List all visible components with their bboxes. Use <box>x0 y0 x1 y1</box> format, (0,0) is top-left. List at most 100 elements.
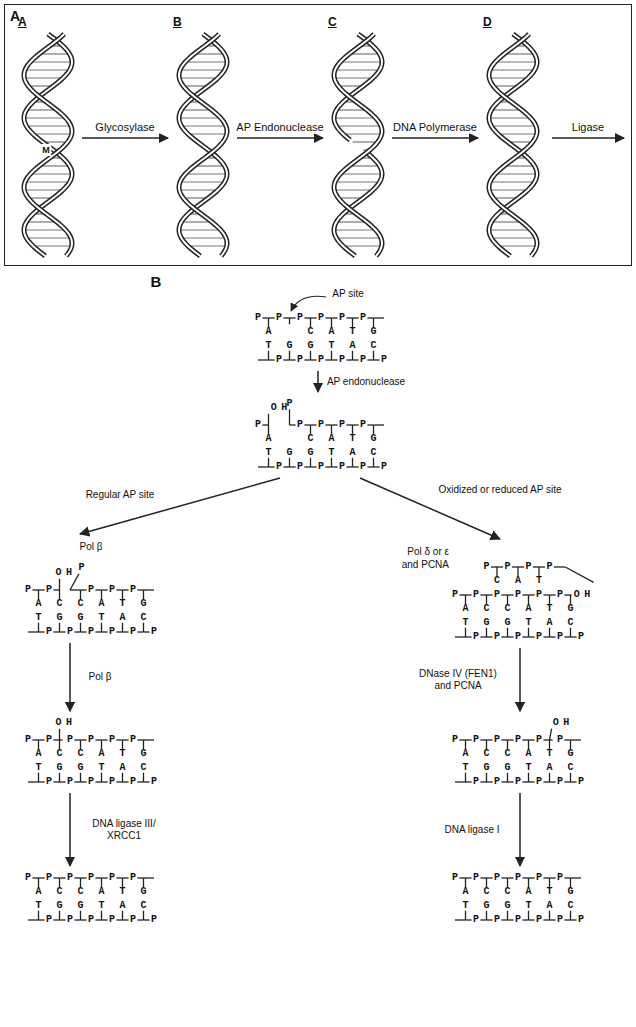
nucleotide-text: T G G T A C <box>462 900 578 912</box>
nucleotide-text: P P P P P P <box>276 461 392 473</box>
nucleotide-text: P <box>557 734 568 746</box>
base-pair <box>24 77 63 78</box>
strand-core <box>24 34 72 256</box>
step-arrow <box>69 793 71 866</box>
dna-strand-figure: P POHP P P PA C C A T GT G G T A CP P P … <box>22 714 164 791</box>
strand <box>489 34 537 256</box>
backbone <box>39 919 45 920</box>
nucleotide-text: T G G T A C <box>462 617 578 629</box>
step-arrow <box>80 478 280 534</box>
sugar-bond <box>570 595 571 604</box>
backbone <box>39 631 45 632</box>
base-pair <box>179 77 218 78</box>
strand <box>489 34 537 256</box>
nucleotide-text: A C C A T G <box>35 598 151 610</box>
step-arrow <box>82 137 168 139</box>
base-pair <box>188 133 227 134</box>
sugar-bond <box>268 458 269 467</box>
base-pair <box>33 245 72 246</box>
backbone <box>144 739 155 740</box>
leader-line <box>291 296 326 311</box>
base-pair <box>335 69 380 70</box>
helix-figure: C <box>326 14 390 262</box>
base-pair <box>24 229 66 230</box>
dna-strand-figure: P P P P P PA C C A T GT G G T A CP P P P… <box>449 869 591 929</box>
nucleotide-text: P P P <box>88 584 141 596</box>
step-label: Oxidized or reduced AP site <box>429 484 571 496</box>
strand-core <box>489 34 537 256</box>
helix-figure: A <box>16 14 80 262</box>
step-arrow <box>237 137 323 139</box>
nucleotide-text: A C C A T G <box>35 886 151 898</box>
strand <box>179 34 227 256</box>
base-pair <box>26 125 71 126</box>
sugar-bond <box>268 414 269 425</box>
nucleotide-text: P P P P P P <box>473 776 589 788</box>
step-letter: D <box>483 15 492 29</box>
base-pair <box>498 133 537 134</box>
base-pair <box>185 173 227 174</box>
base-pair <box>179 189 218 190</box>
panel-frame: AABCD <box>4 4 632 266</box>
dna-helix <box>489 34 537 256</box>
base-pair <box>340 173 382 174</box>
backbone <box>28 781 39 782</box>
helix-figure: B <box>171 14 235 262</box>
strand-core <box>489 34 537 256</box>
base-pair <box>181 125 226 126</box>
sugar-bond <box>570 740 571 749</box>
nucleotide-text: P P P P P <box>452 734 547 746</box>
nucleotide-text: T G G T A C <box>35 612 151 624</box>
nucleotide-text: A C C A T G <box>462 748 578 760</box>
base-pair <box>343 245 382 246</box>
sugar-bond <box>59 729 60 740</box>
nucleotide-text: P P P P P P <box>452 872 568 884</box>
base-pair <box>334 229 376 230</box>
sugar-bond <box>565 567 593 582</box>
dna-strand-figure: Pol δ or ε and PCNAP P P PC A TP P P P P… <box>390 542 598 646</box>
backbone <box>28 631 39 632</box>
base-pair <box>336 237 381 238</box>
base-pair <box>185 61 227 62</box>
base-pair <box>335 181 380 182</box>
backbone <box>466 919 472 920</box>
backbone <box>560 566 565 567</box>
base-pair <box>489 189 528 190</box>
dna-helix <box>179 34 227 256</box>
nucleotide-text: C A T <box>494 575 547 587</box>
backbone <box>455 636 466 637</box>
strand <box>24 34 72 256</box>
step-label: AP Endonuclease <box>235 121 325 134</box>
nucleotide-text: P P P P P P <box>255 312 371 324</box>
backbone <box>466 781 472 782</box>
base-pair <box>179 117 221 118</box>
backbone <box>455 781 466 782</box>
base-pair <box>26 237 71 238</box>
helix-figure: D <box>481 14 545 262</box>
step-arrow <box>69 643 71 711</box>
step-arrow <box>392 137 478 139</box>
backbone <box>144 877 155 878</box>
nucleotide-text: T G G T A C <box>35 762 151 774</box>
base-pair <box>495 61 537 62</box>
strand-core <box>179 34 227 256</box>
step-label: Glycosylase <box>80 121 170 134</box>
base-pair <box>334 189 373 190</box>
base-pair <box>491 237 536 238</box>
annotation-label: M <box>41 144 51 156</box>
base-pair <box>30 61 72 62</box>
base-pair <box>179 229 221 230</box>
base-pair <box>24 189 63 190</box>
base-pair <box>343 133 382 134</box>
strand-core <box>24 34 72 256</box>
base-pair <box>334 117 376 118</box>
sugar-bond <box>550 729 552 740</box>
sugar-bond <box>549 740 550 749</box>
nucleotide-text: P P P P P P <box>276 354 392 366</box>
base-pair <box>490 69 535 70</box>
backbone <box>144 589 155 590</box>
sugar-bond <box>373 318 374 327</box>
sugar-bond <box>268 351 269 360</box>
backbone <box>39 781 45 782</box>
